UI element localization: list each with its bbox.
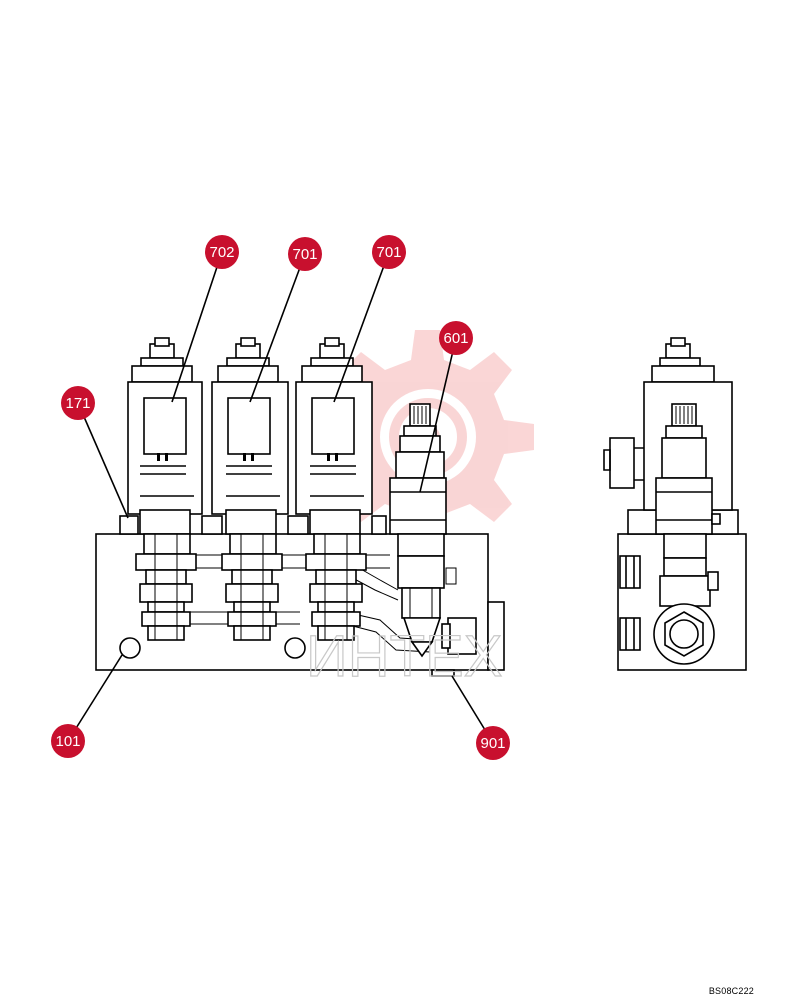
callout-101[interactable]: 101 (51, 724, 85, 758)
svg-text:101: 101 (55, 733, 80, 750)
callout-701-b[interactable]: 701 (372, 235, 406, 269)
svg-text:601: 601 (443, 330, 468, 347)
solenoid-valve-701-b (295, 337, 373, 641)
svg-text:702: 702 (209, 244, 234, 261)
spool-cartridge-1 (135, 533, 197, 641)
callout-702[interactable]: 702 (205, 235, 239, 269)
solenoid-valve-701-a (211, 337, 289, 641)
callout-601[interactable]: 601 (439, 321, 473, 355)
leader-lines (67, 251, 494, 744)
side-view (603, 337, 747, 671)
callout-701-a[interactable]: 701 (288, 237, 322, 271)
mounting-hole-left (119, 637, 141, 659)
callout-171[interactable]: 171 (61, 386, 95, 420)
manifold-step (487, 601, 505, 671)
drawing-code: BS08C222 (708, 986, 754, 996)
svg-text:171: 171 (65, 395, 90, 412)
bottom-port-plug (431, 669, 455, 677)
callout-901[interactable]: 901 (476, 726, 510, 760)
mounting-hole-right (284, 637, 306, 659)
side-connector (609, 437, 635, 489)
spool-cartridge-2 (221, 533, 283, 641)
watermark-text: ИНТЕХ (306, 624, 502, 689)
svg-text:701: 701 (376, 244, 401, 261)
spool-cartridge-3 (305, 533, 367, 641)
front-view (95, 337, 505, 677)
svg-text:901: 901 (480, 735, 505, 752)
solenoid-valve-702 (127, 337, 203, 641)
plugs-171 (119, 515, 387, 535)
svg-text:701: 701 (292, 246, 317, 263)
